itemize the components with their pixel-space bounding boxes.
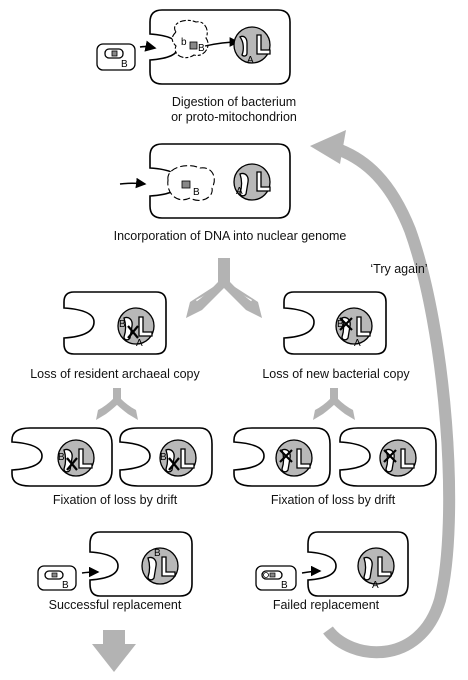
successful-replacement: B B [37, 531, 193, 597]
caption-fixation-right: Fixation of loss by drift [270, 493, 396, 507]
caption-incorporation: Incorporation of DNA into nuclear genome [113, 229, 347, 243]
nucleus: A [233, 26, 271, 66]
nucleus: A [233, 163, 271, 201]
svg-text:A: A [372, 580, 379, 591]
stage-digestion: B b B A [96, 9, 291, 85]
failed-replacement: B A [255, 531, 409, 597]
svg-text:B: B [160, 452, 167, 463]
deletion-cross [339, 317, 353, 331]
gene-label-b: B [193, 187, 200, 198]
gene-a-resident [138, 316, 153, 337]
caption-digestion-line-1: Digestion of bacterium [171, 95, 297, 109]
gene-label-b: B [121, 59, 128, 70]
fixation-left-cell-2: B [119, 427, 213, 487]
svg-text:B: B [119, 319, 126, 330]
svg-text:B: B [337, 319, 344, 330]
stage-incorporation: B A [119, 143, 291, 219]
caption-loss-archaeal: Loss of resident archaeal copy [30, 367, 200, 381]
gene-label-a: A [236, 186, 243, 197]
gene-label-a: A [247, 55, 254, 66]
caption-try-again: ‘Try again’ [370, 262, 428, 276]
svg-text:B: B [154, 548, 161, 559]
uptake-arrow [139, 40, 157, 52]
split-arrow-small-left [96, 388, 138, 420]
down-arrow [92, 630, 136, 672]
caption-failed: Failed replacement [272, 598, 380, 612]
caption-fixation-left: Fixation of loss by drift [52, 493, 178, 507]
try-again-arrow [310, 130, 456, 659]
caption-digestion: Digestion of bacterium or proto-mitochon… [134, 95, 334, 125]
fixation-right-cell-2 [339, 427, 437, 487]
gene-label-b-fragment: b [181, 37, 187, 48]
svg-text:A: A [136, 338, 143, 349]
svg-text:B: B [62, 580, 69, 591]
gene-b-incoming [238, 35, 248, 57]
caption-loss-bacterial: Loss of new bacterial copy [262, 367, 410, 381]
caption-successful: Successful replacement [48, 598, 182, 612]
split-arrow-small-right [313, 388, 355, 420]
gene-label-b-digested: B [198, 43, 205, 54]
caption-digestion-line-2: or proto-mitochondrion [171, 110, 297, 124]
loss-left-cell: B A [63, 291, 167, 355]
svg-text:B: B [58, 452, 65, 463]
fixation-right-cell-1 [233, 427, 331, 487]
loss-right-cell: B A [283, 291, 387, 355]
digested-bacterium: b B [171, 19, 209, 59]
fixation-left-cell-1: B [11, 427, 113, 487]
svg-text:B: B [281, 580, 288, 591]
svg-text:A: A [354, 338, 361, 349]
gene-a-resident [256, 34, 271, 55]
split-arrow [186, 258, 262, 318]
deletion-cross [127, 325, 139, 339]
uptake-arrow [119, 177, 147, 189]
free-bacterium: B [96, 43, 136, 71]
